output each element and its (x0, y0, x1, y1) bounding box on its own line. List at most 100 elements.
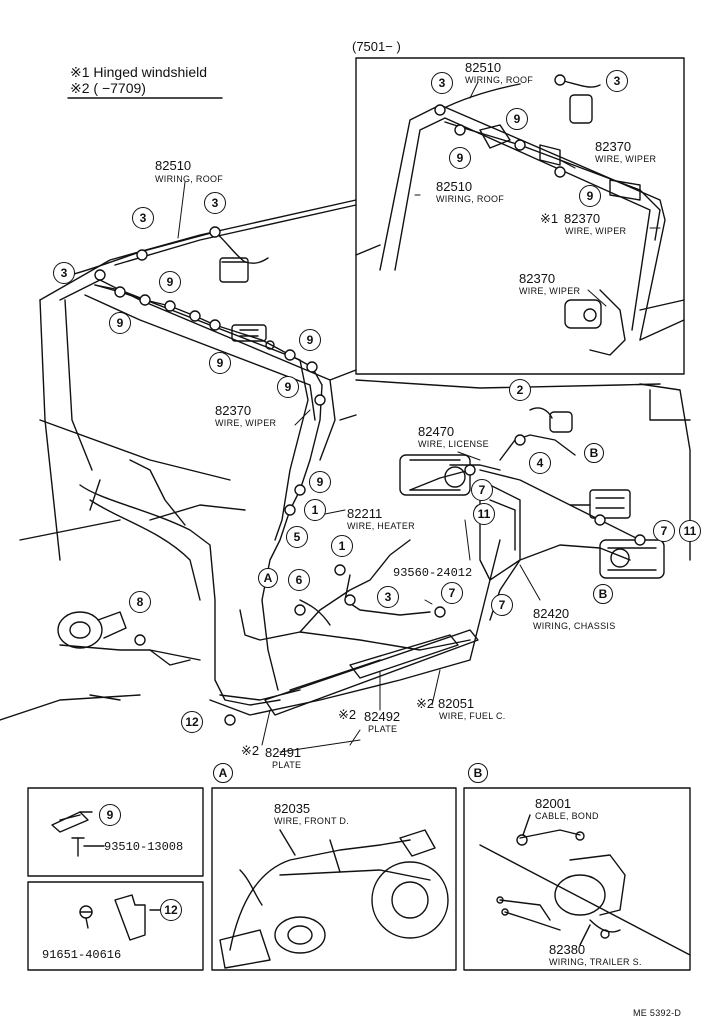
callout-badge: 8 (129, 591, 151, 613)
callout-badge: 9 (299, 329, 321, 351)
callout-badge: 3 (132, 207, 154, 229)
part-desc: WIRING, CHASSIS (533, 621, 616, 631)
part-number: 82370 (519, 271, 556, 286)
subpanel-B-title: B (468, 763, 488, 783)
part-number: 82051 (438, 696, 475, 711)
part-desc: WIRING, ROOF (436, 194, 505, 204)
note-1: ※1 Hinged windshield (70, 65, 207, 79)
callout-badge: 5 (286, 526, 308, 548)
part-desc: CABLE, BOND (535, 811, 599, 821)
part-desc: WIRE, FUEL C. (439, 711, 506, 721)
part-number: 93510-13008 (104, 840, 184, 854)
part-mark-2: ※2 (416, 696, 435, 711)
part-number: 82211 (347, 506, 383, 521)
callout-badge: 9 (309, 471, 331, 493)
rear-lamp-right (599, 539, 665, 579)
part-desc: WIRE, WIPER (215, 418, 277, 428)
part-mark-2: ※2 (338, 707, 357, 722)
bracket-drawing (79, 894, 163, 941)
callout-badge: 12 (160, 899, 182, 921)
callout-badge: 3 (53, 262, 75, 284)
note-1-mark: ※1 (70, 64, 90, 80)
callout-badge: 3 (377, 586, 399, 608)
rear-body-panel (479, 479, 521, 581)
central-chassis-harness (209, 509, 501, 716)
part-number: 82510 (436, 179, 473, 194)
part-number: 82370 (215, 403, 252, 418)
callout-badge: 6 (288, 569, 310, 591)
part-desc: WIRE, LICENSE (418, 439, 489, 449)
callout-badge: 7 (491, 594, 513, 616)
part-number: 82370 (595, 139, 632, 154)
note-2: ※2 ( −7709) (70, 81, 146, 95)
callout-badge: 1 (304, 499, 326, 521)
callout-badge: 7 (471, 479, 493, 501)
clip-drawing (51, 811, 105, 857)
part-number: 82510 (155, 158, 192, 173)
part-number: 82470 (418, 424, 455, 439)
callout-badge: 11 (679, 520, 701, 542)
trailer-wiring-drawing (479, 814, 691, 956)
part-number: 82001 (535, 796, 572, 811)
license-lamp (529, 407, 573, 433)
part-number: 82510 (465, 60, 502, 75)
subpanel-B-frame (463, 787, 691, 971)
callout-badge: 9 (579, 185, 601, 207)
callout-badge: 4 (529, 452, 551, 474)
section-marker-A: A (258, 568, 278, 588)
callout-badge: 9 (277, 376, 299, 398)
part-number: 93560-24012 (393, 566, 473, 580)
part-desc: WIRING, ROOF (465, 75, 534, 85)
callout-badge: 3 (431, 72, 453, 94)
part-desc: WIRE, WIPER (519, 286, 581, 296)
trailer-connector-cluster (569, 489, 631, 519)
callout-badge: 9 (109, 312, 131, 334)
part-mark-1: ※1 (540, 211, 559, 226)
chassis-wiring-right (409, 464, 641, 621)
subpanel-bracket-frame (27, 881, 204, 971)
front-motor (57, 611, 201, 666)
subpanel-A-title: A (213, 763, 233, 783)
part-desc: PLATE (368, 724, 398, 734)
callout-badge: 3 (606, 70, 628, 92)
leader-lines (177, 81, 661, 753)
diagram-code: ME 5392-D (633, 1008, 682, 1018)
part-mark-2: ※2 (241, 743, 260, 758)
callout-badge: 3 (204, 192, 226, 214)
part-desc: WIRE, FRONT D. (274, 816, 350, 826)
callout-badge: 1 (331, 535, 353, 557)
section-marker-B: B (593, 584, 613, 604)
callout-badge: 9 (159, 271, 181, 293)
license-wire (499, 434, 576, 461)
roof-relay (219, 257, 249, 283)
part-number: 82370 (564, 211, 601, 226)
left-body-harness (79, 459, 281, 706)
note-2-mark: ※2 (70, 80, 90, 96)
subpanel-clip-frame (27, 787, 204, 877)
callout-badge: 7 (441, 582, 463, 604)
callout-badge: 12 (181, 711, 203, 733)
callout-badge: 9 (506, 108, 528, 130)
callout-badge: 9 (449, 147, 471, 169)
note-1-text: Hinged windshield (93, 64, 208, 80)
part-desc: WIRE, WIPER (595, 154, 657, 164)
part-number: 82420 (533, 606, 570, 621)
callout-badge: 9 (209, 352, 231, 374)
part-desc: WIRE, HEATER (347, 521, 415, 531)
vehicle-body-outline (0, 199, 691, 821)
callout-badge: 2 (509, 379, 531, 401)
roof-wiring-main (69, 231, 323, 511)
part-desc: WIRING, ROOF (155, 174, 224, 184)
callout-badge: 9 (99, 804, 121, 826)
inset-drawing (355, 79, 685, 356)
part-desc: WIRING, TRAILER S. (549, 957, 642, 967)
note-2-text: ( −7709) (93, 80, 146, 96)
callout-badge: 11 (473, 503, 495, 525)
inset-range-label: (7501− ) (352, 39, 401, 54)
part-desc: WIRE, WIPER (565, 226, 627, 236)
part-number: 82492 (364, 709, 401, 724)
front-door-wire-drawing (219, 829, 449, 969)
rear-lamp-left (399, 454, 471, 496)
part-desc: PLATE (272, 760, 302, 770)
